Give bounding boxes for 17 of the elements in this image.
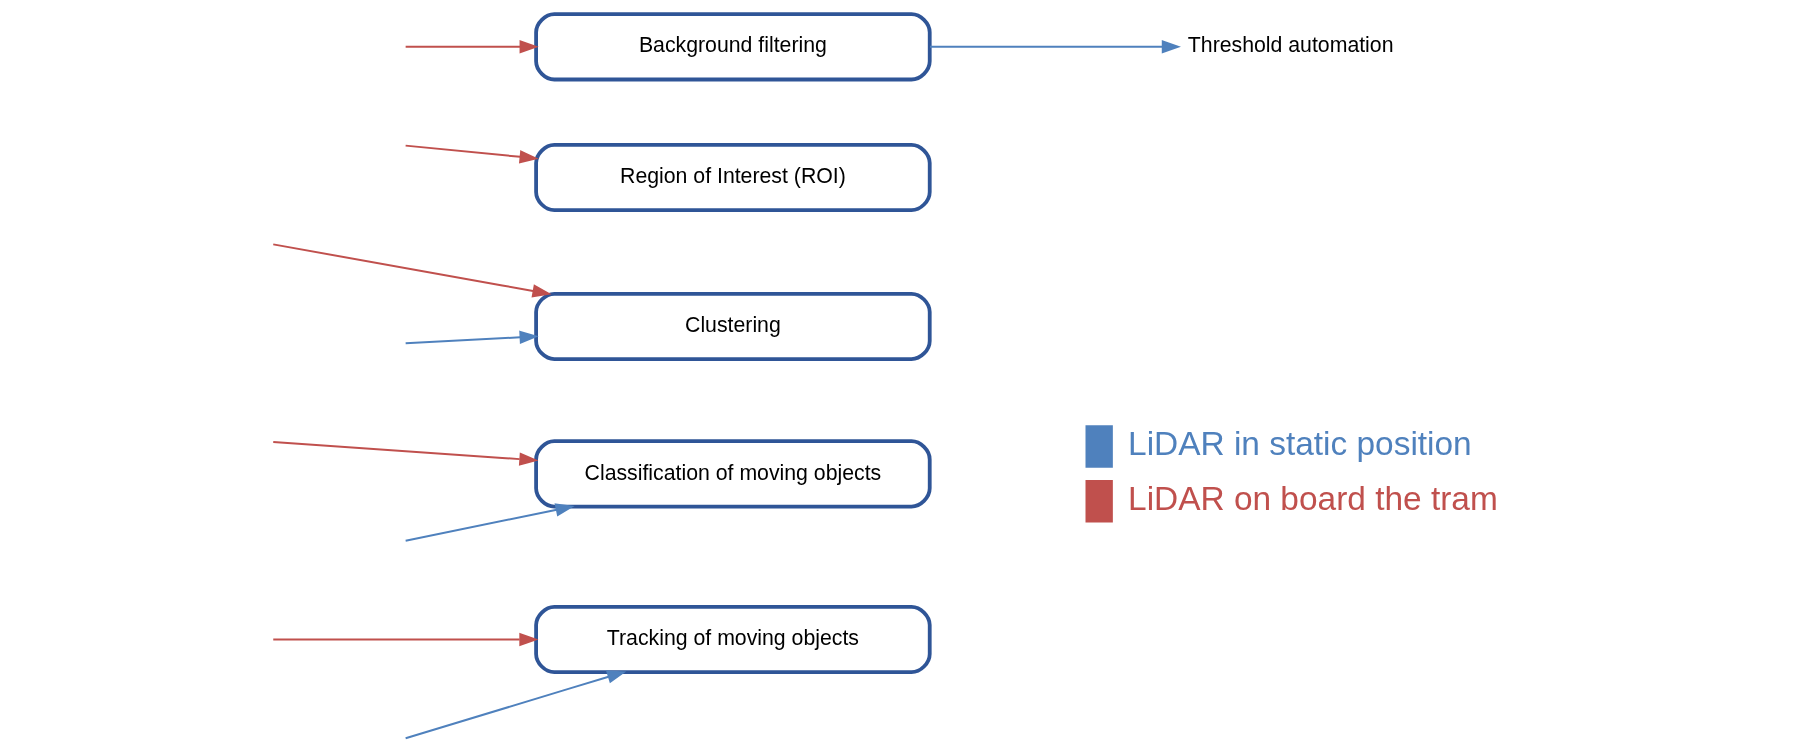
legend-label: LiDAR on board the tram <box>1128 479 1498 517</box>
node-text: Threshold automation <box>1187 33 1394 58</box>
node-box: Background filtering <box>534 12 932 82</box>
arrow <box>404 503 575 542</box>
arrow <box>404 330 539 345</box>
arrow <box>404 670 627 740</box>
legend-label: LiDAR in static position <box>1128 425 1472 463</box>
arrow <box>272 632 539 647</box>
node-box: Region of Interest (ROI) <box>534 142 932 213</box>
arrow <box>272 243 552 298</box>
arrow <box>404 144 539 164</box>
arrow <box>929 40 1181 54</box>
arrow <box>404 40 539 54</box>
node-box: Tracking of moving objects <box>534 604 932 675</box>
node-box: Classification of moving objects <box>534 439 932 509</box>
node-box: Clustering <box>534 291 932 362</box>
arrow <box>272 440 539 466</box>
